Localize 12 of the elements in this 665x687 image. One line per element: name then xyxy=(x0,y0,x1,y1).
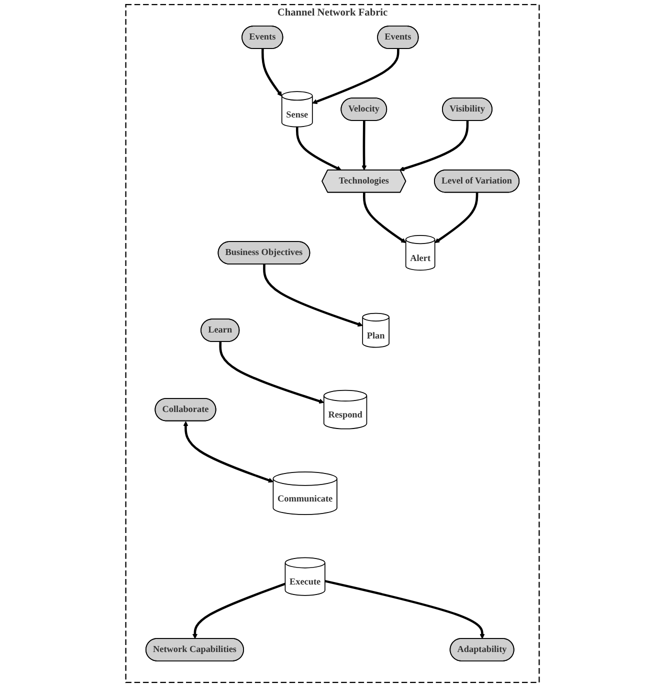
arrow xyxy=(192,582,286,639)
arrow xyxy=(324,580,485,639)
arrow xyxy=(362,192,406,244)
arrow xyxy=(434,192,478,244)
arrow xyxy=(312,48,400,104)
arrow xyxy=(296,126,342,170)
arrow xyxy=(219,342,324,404)
arrow xyxy=(399,120,469,172)
arrow xyxy=(263,264,363,327)
arrow xyxy=(261,48,282,97)
arrow xyxy=(362,120,367,170)
arrow xyxy=(183,421,274,483)
